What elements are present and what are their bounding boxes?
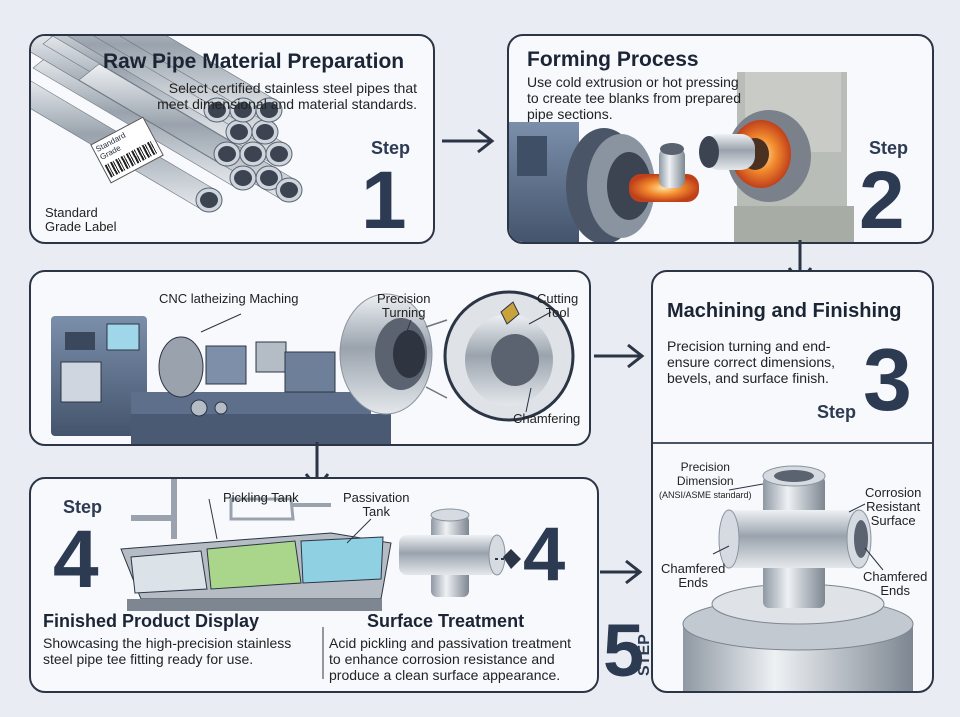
hot-tee-blank (629, 143, 699, 202)
step2-number: 2 (859, 155, 905, 244)
pickling-tanks-illustration (120, 479, 521, 679)
pipe-bore (244, 146, 262, 162)
cross-tee-fitting (718, 465, 872, 608)
pipe-bore (200, 192, 218, 208)
tee-fitting-after-treatment (399, 508, 506, 597)
pipe-bore (208, 102, 226, 118)
section-divider (653, 442, 932, 444)
step2-panel: Forming Process Use cold extrusion or ho… (507, 34, 934, 244)
cnc-lathe-label: CNC latheizing Maching (159, 291, 299, 306)
precision-turning-closeup (339, 293, 433, 415)
pipe-bore (256, 124, 274, 140)
step3-step5-panel: Machining and Finishing Precision turnin… (651, 270, 934, 693)
step2-title: Forming Process (527, 48, 699, 71)
step5-number: 5 (603, 609, 645, 692)
step1-title: Raw Pipe Material Preparation (103, 50, 405, 73)
step2-step-word: Step (869, 138, 909, 158)
step4-number: 4 (53, 514, 99, 605)
pipe-bore (218, 146, 236, 162)
pickling-tank-label: Pickling Tank (223, 490, 299, 505)
finished-product-title: Finished Product Display (43, 611, 260, 631)
pipe-bore (280, 182, 298, 198)
cnc-lathe-illustration (51, 290, 575, 444)
step4-step-word: Step (63, 497, 103, 517)
step3-title: Machining and Finishing (667, 300, 902, 322)
step4-arrow-number: 4 (523, 512, 566, 597)
step1-number: 1 (361, 155, 407, 244)
pipe-bore (260, 102, 278, 118)
step3-description: Precision turning and end-ensure correct… (667, 338, 836, 386)
arrow-step1-to-step2 (442, 128, 495, 154)
surface-treatment-title: Surface Treatment (367, 611, 525, 631)
stainless-pipes-illustration (31, 36, 303, 213)
arrow-step4-to-step5 (600, 559, 643, 585)
chamfering-label: Chamfering (513, 411, 581, 426)
step3-number: 3 (863, 330, 912, 429)
forming-press-illustration (509, 72, 854, 242)
pipe-bore (230, 124, 248, 140)
pipe-bore (234, 102, 252, 118)
step1-step-word: Step (371, 138, 411, 158)
pipe-bore (260, 170, 278, 186)
step1-description: Select certified stainless steel pipes t… (157, 80, 417, 112)
pipe-bore (234, 170, 252, 186)
finished-tee-fitting-illustration (682, 465, 914, 691)
arrow-lathe-to-step3 (594, 343, 645, 369)
step3-step-word: Step (817, 402, 857, 422)
pipe-bore (270, 146, 288, 162)
step5-step-word: STEP (636, 634, 653, 676)
